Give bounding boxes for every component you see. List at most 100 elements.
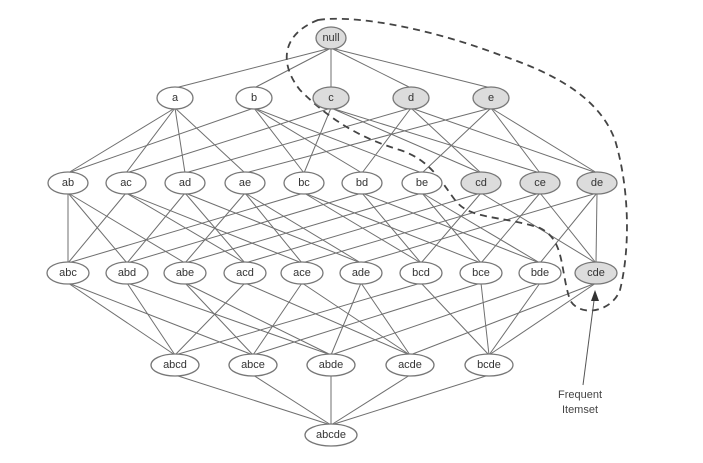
node-cde: cde (574, 261, 618, 285)
node-ellipse (235, 86, 273, 110)
node-label: abde (319, 359, 343, 371)
node-abd: abd (105, 261, 149, 285)
node-ellipse (224, 171, 266, 195)
node-abde: abde (306, 353, 356, 377)
node-label: c (328, 92, 334, 104)
edge-d-cd (410, 107, 482, 174)
node-label: ade (352, 267, 370, 279)
node-label: d (408, 92, 414, 104)
node-ad: ad (164, 171, 206, 195)
edge-b-ab (67, 107, 255, 174)
node-label: ce (534, 177, 546, 189)
edge-cde-bcde (488, 282, 597, 356)
edge-ace-acde (301, 282, 411, 356)
node-ellipse (459, 261, 503, 285)
node-abe: abe (163, 261, 207, 285)
edge-bde-bcde (488, 282, 541, 356)
node-ellipse (280, 261, 324, 285)
edge-abcd-abcde (174, 374, 332, 426)
node-bcd: bcd (399, 261, 443, 285)
edge-cd-bcd (420, 192, 482, 264)
node-ellipse (399, 261, 443, 285)
node-label: bcde (477, 359, 501, 371)
node-cd: cd (460, 171, 502, 195)
edge-e-de (490, 107, 598, 174)
arrow-head-icon (591, 290, 599, 301)
node-ellipse (472, 86, 510, 110)
edge-acde-abcde (330, 374, 411, 426)
edge-abd-abcd (126, 282, 176, 356)
edge-ce-ace (301, 192, 541, 264)
edge-ade-acde (360, 282, 411, 356)
edge-ac-ace (125, 192, 303, 264)
edge-null-e (330, 47, 492, 89)
node-label: abcd (163, 359, 187, 371)
node-a: a (156, 86, 194, 110)
edge-e-be (421, 107, 492, 174)
edge-bce-abce (252, 282, 482, 356)
node-ellipse (460, 171, 502, 195)
annotation-line-1: Frequent (558, 389, 602, 401)
node-ellipse (306, 353, 356, 377)
node-c: c (312, 86, 350, 110)
edge-d-ad (184, 107, 412, 174)
edge-b-be (253, 107, 423, 174)
edge-cd-acd (244, 192, 482, 264)
edge-ae-ace (244, 192, 303, 264)
node-label: a (172, 92, 179, 104)
edge-de-ade (360, 192, 598, 264)
annotation-line-2: Itemset (562, 404, 598, 416)
edge-e-ce (490, 107, 541, 174)
node-label: cde (587, 267, 605, 279)
edge-be-abe (184, 192, 423, 264)
edge-b-bd (253, 107, 363, 174)
node-label: b (251, 92, 257, 104)
node-ab: ab (47, 171, 89, 195)
node-ellipse (304, 423, 358, 447)
node-ellipse (46, 261, 90, 285)
node-bce: bce (459, 261, 503, 285)
node-label: abd (118, 267, 136, 279)
node-label: null (322, 32, 339, 44)
edge-ace-abce (252, 282, 303, 356)
edge-null-b (253, 47, 332, 89)
edge-abc-abce (67, 282, 254, 356)
edge-ac-abc (67, 192, 127, 264)
edge-bd-bcd (361, 192, 422, 264)
edge-bde-abde (330, 282, 541, 356)
edge-abc-abcd (67, 282, 176, 356)
edge-acd-abcd (174, 282, 246, 356)
node-label: bce (472, 267, 490, 279)
node-null: null (315, 26, 347, 50)
edge-bc-abc (67, 192, 305, 264)
node-label: acde (398, 359, 422, 371)
node-bd: bd (341, 171, 383, 195)
node-label: acd (236, 267, 254, 279)
node-bcde: bcde (464, 353, 514, 377)
edge-a-ab (67, 107, 176, 174)
node-ellipse (464, 353, 514, 377)
edge-ae-abe (184, 192, 246, 264)
node-label: ac (120, 177, 132, 189)
edge-cde-acde (409, 282, 597, 356)
edges (67, 47, 598, 426)
node-label: ad (179, 177, 191, 189)
edge-null-d (330, 47, 412, 89)
node-ellipse (576, 171, 618, 195)
node-ellipse (105, 261, 149, 285)
node-label: e (488, 92, 494, 104)
edge-c-ce (330, 107, 541, 174)
node-acde: acde (385, 353, 435, 377)
node-e: e (472, 86, 510, 110)
edge-abe-abce (184, 282, 254, 356)
edge-de-bde (539, 192, 598, 264)
node-label: bc (298, 177, 310, 189)
edge-e-ae (244, 107, 492, 174)
node-abce: abce (228, 353, 278, 377)
edge-d-bd (361, 107, 412, 174)
edge-ce-bce (480, 192, 541, 264)
edge-abce-abcde (252, 374, 332, 426)
edge-c-cd (330, 107, 482, 174)
node-ellipse (228, 353, 278, 377)
